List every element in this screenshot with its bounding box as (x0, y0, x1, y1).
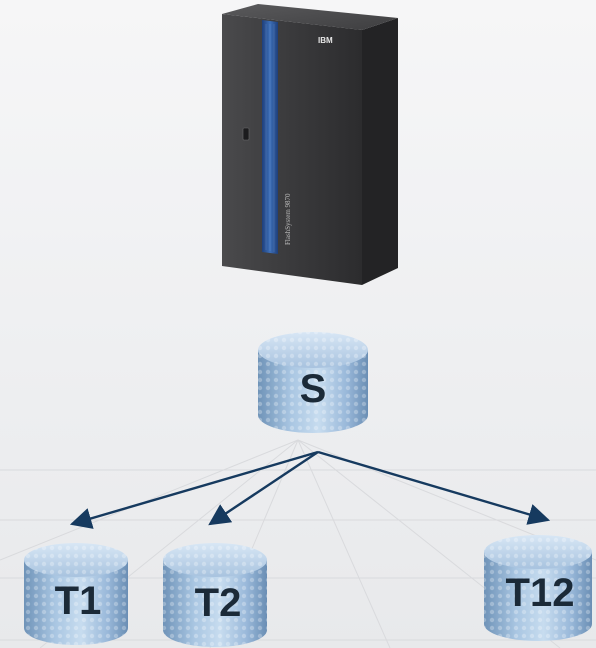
target-volume-t2: T2 (163, 543, 267, 647)
arrow-to-t12 (317, 450, 551, 525)
target-volume-t12: T12 (484, 535, 592, 641)
arrow-to-t1 (69, 450, 319, 529)
source-volume-label: S (300, 367, 327, 411)
server-model-label: FlashSystem 9870 (284, 193, 292, 245)
storage-server-icon: IBM FlashSystem 9870 (222, 4, 398, 285)
target-volume-label: T12 (506, 571, 575, 615)
replication-arrows (69, 450, 551, 529)
arrow-to-t2 (208, 451, 319, 526)
source-volume: S (258, 332, 368, 433)
target-volume-label: T2 (195, 581, 242, 625)
target-volume-label: T1 (55, 579, 102, 623)
target-volume-t1: T1 (24, 543, 128, 645)
server-brand-logo: IBM (318, 36, 333, 45)
